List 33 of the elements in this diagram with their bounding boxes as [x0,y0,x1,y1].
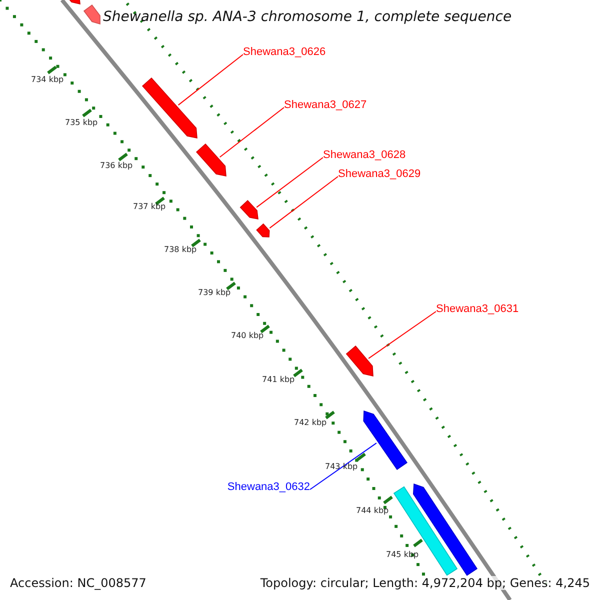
leader-line [219,107,284,158]
scale-label: 743 kbp [325,463,358,471]
gene-feature [346,346,374,376]
scale-label: 737 kbp [133,203,166,211]
gene-feature [196,143,226,176]
leader-line [178,54,244,106]
scale-label: 745 kbp [386,551,419,559]
scale-label: 734 kbp [31,76,64,84]
scale-label: 740 kbp [231,332,264,340]
gene-feature [83,4,100,25]
scale-label: 736 kbp [100,162,133,170]
scale-label: 739 kbp [198,289,231,297]
gene-label: Shewana3_0628 [323,150,406,161]
leader-line [256,157,324,208]
gene-label: Shewana3_0631 [436,304,519,315]
leader-line [269,176,338,229]
scale-label: 742 kbp [294,419,327,427]
gene-feature [256,223,270,238]
leader-line [368,311,436,359]
gene-feature [363,410,408,470]
leader-line [310,442,377,490]
scale-label: 735 kbp [65,119,98,127]
gene-feature [142,77,198,138]
title: Shewanella sp. ANA-3 chromosome 1, complete sequence [103,10,512,24]
accession-text: Accession: NC_008577 [10,576,146,590]
gene-label: Shewana3_0626 [243,47,326,58]
gene-feature [240,200,258,220]
gene-label: Shewana3_0629 [338,169,421,180]
gene-label: Shewana3_0627 [284,100,367,111]
gene-label: Shewana3_0632 [227,482,310,493]
scale-label: 741 kbp [262,376,295,384]
scale-label: 738 kbp [164,246,197,254]
summary-text: Topology: circular; Length: 4,972,204 bp; Genes: 4,245 [260,576,590,590]
